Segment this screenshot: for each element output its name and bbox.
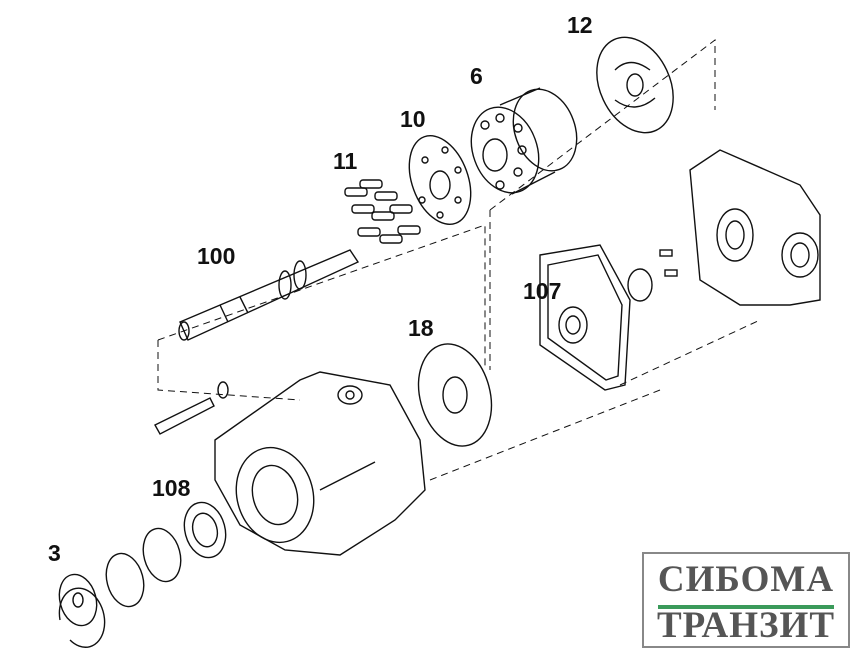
label-part-12: 12 [567, 12, 593, 38]
logo-line-1: СИБОМА [657, 559, 835, 600]
part-18-plate [417, 343, 493, 447]
label-part-107: 107 [523, 278, 562, 304]
label-part-3: 3 [48, 540, 61, 566]
main-housing [214, 371, 426, 556]
bolt [154, 381, 229, 435]
part-12-valve-plate [596, 36, 674, 134]
logo-divider [658, 605, 834, 609]
part-100-shaft [178, 249, 360, 341]
label-part-11: 11 [333, 148, 358, 174]
part-10-retainer-plate [408, 135, 472, 225]
part-11-pistons [344, 179, 421, 244]
label-part-100: 100 [197, 243, 236, 269]
sibomatranzit-logo: СИБОМА ТРАНЗИТ [642, 552, 850, 648]
assembly-guide-lines [157, 38, 761, 481]
part-108-bearing [142, 501, 227, 583]
part-3-seal-circlips [58, 552, 145, 648]
label-part-108: 108 [152, 475, 191, 501]
label-part-6: 6 [470, 63, 483, 89]
rear-housing [659, 149, 821, 306]
logo-line-2: ТРАНЗИТ [656, 605, 836, 646]
label-part-10: 10 [400, 106, 426, 132]
label-part-18: 18 [408, 315, 434, 341]
part-107-gasket [539, 244, 653, 391]
part-6-cylinder-block [470, 87, 578, 195]
